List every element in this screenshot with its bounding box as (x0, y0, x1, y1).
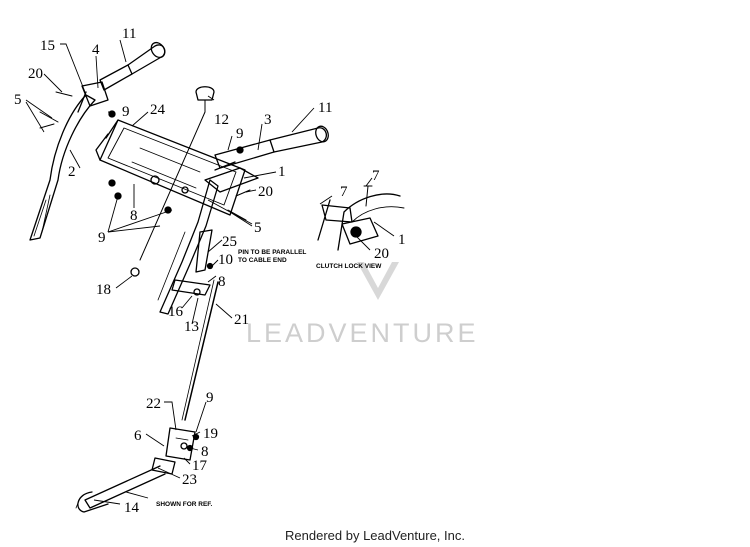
callout-5-right: 5 (254, 220, 262, 236)
callout-19: 19 (203, 426, 218, 442)
clutch-lock-view (317, 185, 405, 251)
notes: PIN TO BE PARALLEL TO CABLE END CLUTCH L… (156, 249, 382, 508)
callout-16: 16 (168, 304, 184, 320)
callout-20-inset: 20 (374, 246, 389, 262)
callout-1: 1 (278, 164, 286, 180)
callout-10: 10 (218, 252, 233, 268)
callout-8-upper: 8 (130, 208, 138, 224)
callout-9-lower: 9 (98, 230, 106, 246)
callout-7-inset-right: 7 (372, 168, 380, 184)
drawing-lines (29, 41, 405, 513)
callout-4: 4 (92, 42, 100, 58)
callout-11-left: 11 (122, 26, 136, 42)
callout-21: 21 (234, 312, 249, 328)
callout-7-inset-left: 7 (340, 184, 348, 200)
callout-9-right: 9 (236, 126, 244, 142)
callout-3: 3 (264, 112, 272, 128)
callout-11-right: 11 (318, 100, 332, 116)
callout-22: 22 (146, 396, 161, 412)
callout-23: 23 (182, 472, 197, 488)
callout-8-middle: 8 (218, 274, 226, 290)
shown-for-ref-label: SHOWN FOR REF. (156, 501, 213, 508)
leader-lines (25, 39, 395, 505)
callout-5-left: 5 (14, 92, 22, 108)
callout-12: 12 (214, 112, 229, 128)
callout-24: 24 (150, 102, 166, 118)
callout-13: 13 (184, 319, 199, 335)
callout-14: 14 (124, 500, 140, 516)
callouts: 15 4 11 20 5 9 24 2 12 9 3 11 1 20 8 5 9… (14, 26, 406, 516)
callout-18: 18 (96, 282, 111, 298)
callout-15: 15 (40, 38, 55, 54)
callout-17: 17 (192, 458, 208, 474)
callout-6: 6 (134, 428, 142, 444)
pin-note-line2: TO CABLE END (238, 257, 287, 264)
watermark-text: LEADVENTURE (246, 318, 479, 348)
callout-20-left: 20 (28, 66, 43, 82)
callout-1-inset: 1 (398, 232, 406, 248)
watermark: LEADVENTURE (246, 262, 479, 348)
callout-25: 25 (222, 234, 237, 250)
callout-20-right: 20 (258, 184, 273, 200)
callout-2: 2 (68, 164, 76, 180)
callout-8-lower: 8 (201, 444, 209, 460)
pin-note-line1: PIN TO BE PARALLEL (238, 249, 306, 256)
callout-9-upper: 9 (122, 104, 130, 120)
watermark-logo-icon (357, 262, 399, 300)
callout-9-bottom: 9 (206, 390, 214, 406)
clutch-lock-view-label: CLUTCH LOCK VIEW (316, 263, 382, 270)
footer-credit: Rendered by LeadVenture, Inc. (285, 528, 465, 543)
